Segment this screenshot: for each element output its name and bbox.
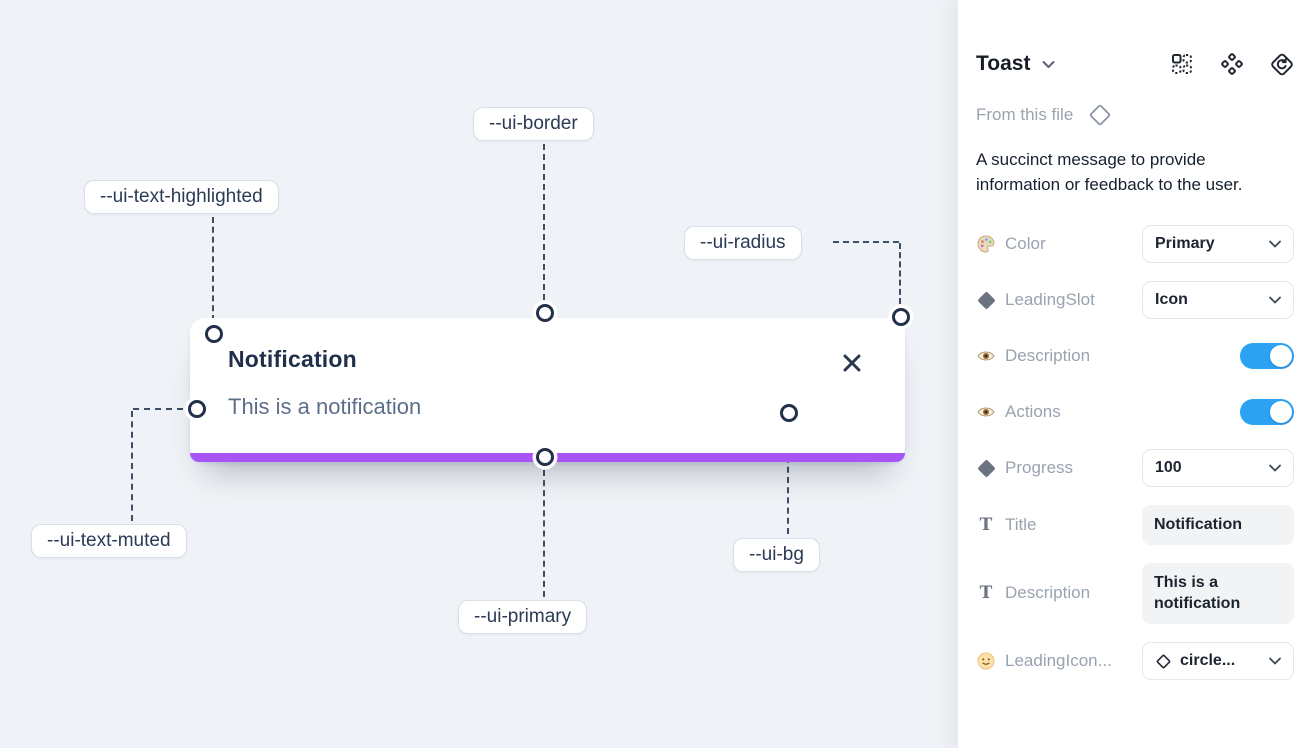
prop-row-leadingicon: LeadingIcon... circle... (976, 642, 1294, 681)
source-row: From this file (976, 102, 1294, 128)
prop-label-progress: Progress (1005, 458, 1074, 478)
prop-label-color: Color (1005, 234, 1046, 254)
toast-description: This is a notification (228, 394, 422, 419)
leadingslot-select[interactable]: Icon (1142, 281, 1294, 320)
connector-line-bg (787, 426, 789, 534)
diamond-outline-icon (1156, 654, 1171, 668)
prop-row-actions-toggle: Actions (976, 393, 1294, 431)
toast-component-preview[interactable]: Notification This is a notification (190, 318, 905, 462)
connector-line-radius-h (833, 241, 899, 243)
pill-ui-primary[interactable]: --ui-primary (458, 600, 588, 634)
prop-label-title: Title (1005, 515, 1037, 535)
component-description: A succinct message to provide informatio… (976, 150, 1243, 194)
component-set-icon[interactable] (1170, 52, 1194, 76)
close-icon[interactable] (841, 352, 863, 374)
chevron-down-icon[interactable] (1042, 60, 1055, 69)
prop-label-actions: Actions (1005, 402, 1061, 422)
source-label: From this file (976, 105, 1074, 124)
palette-icon (976, 234, 996, 254)
diamond-outline-icon[interactable] (1087, 102, 1113, 128)
properties-panel: Toast (958, 0, 1312, 748)
text-icon: T (979, 583, 993, 604)
prop-label-description: Description (1005, 346, 1091, 366)
connector-dot-border[interactable] (536, 304, 554, 322)
connector-line-border (543, 144, 545, 300)
diamond-icon (976, 290, 996, 310)
connector-dot-text-highlighted[interactable] (205, 325, 223, 343)
prop-label-leadingicon: LeadingIcon... (1005, 651, 1112, 671)
actions-toggle[interactable] (1240, 399, 1294, 426)
connector-dot-bg[interactable] (780, 404, 798, 422)
eye-icon (976, 402, 996, 422)
toast-title: Notification (228, 346, 357, 372)
eye-icon (976, 346, 996, 366)
description-toggle[interactable] (1240, 343, 1294, 370)
color-select[interactable]: Primary (1142, 225, 1294, 264)
canvas: Notification This is a notification --ui… (31, 107, 910, 634)
prop-row-color: Color Primary (976, 225, 1294, 264)
pill-ui-bg[interactable]: --ui-bg (733, 538, 820, 572)
progress-select[interactable]: 100 (1142, 449, 1294, 488)
component-title: Toast (976, 52, 1031, 75)
prop-label-leadingslot: LeadingSlot (1005, 290, 1095, 310)
prop-row-leadingslot: LeadingSlot Icon (976, 281, 1294, 320)
connector-line-radius-v (899, 243, 901, 304)
connector-line-text-highlighted (212, 217, 214, 321)
connector-dot-text-muted[interactable] (188, 400, 206, 418)
swap-instance-icon[interactable] (1270, 52, 1294, 76)
smiley-icon (976, 651, 996, 671)
pill-ui-text-muted[interactable]: --ui-text-muted (31, 524, 187, 558)
prop-row-description-field: T Description This is a notification (976, 562, 1294, 625)
connector-line-text-muted-h (133, 408, 183, 410)
diamond-icon (976, 458, 996, 478)
connector-line-primary (543, 470, 545, 597)
leadingicon-select[interactable]: circle... (1142, 642, 1294, 681)
connector-line-text-muted-v (131, 411, 133, 521)
pill-ui-text-highlighted[interactable]: --ui-text-highlighted (84, 180, 279, 214)
description-field[interactable]: This is a notification (1142, 562, 1294, 625)
variants-icon[interactable] (1220, 52, 1244, 76)
connector-dot-radius[interactable] (892, 308, 910, 326)
title-field[interactable]: Notification (1142, 505, 1294, 545)
prop-label-description-field: Description (1005, 583, 1091, 603)
prop-row-description-toggle: Description (976, 337, 1294, 375)
connector-dot-primary[interactable] (536, 448, 554, 466)
prop-row-title: T Title Notification (976, 505, 1294, 545)
pill-ui-border[interactable]: --ui-border (473, 107, 594, 141)
pill-ui-radius[interactable]: --ui-radius (684, 226, 802, 260)
prop-row-progress: Progress 100 (976, 449, 1294, 488)
panel-header: Toast (976, 52, 1294, 76)
text-icon: T (979, 515, 993, 536)
